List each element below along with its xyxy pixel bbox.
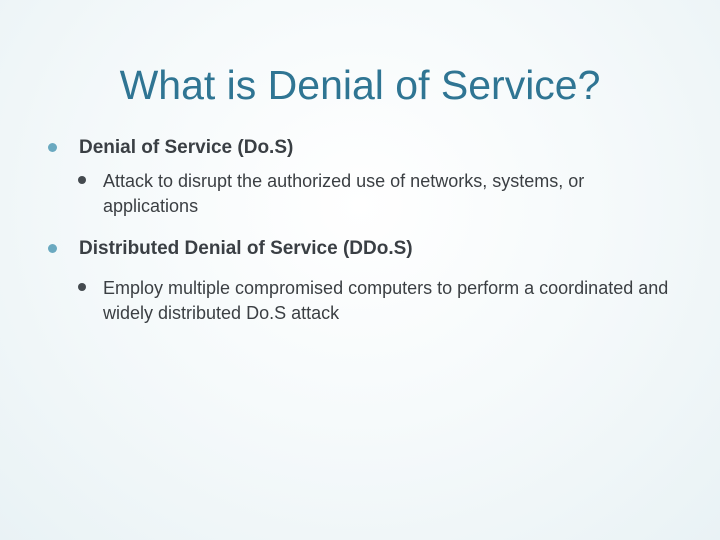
- sub-bullet-text: Attack to disrupt the authorized use of …: [103, 171, 585, 216]
- bullet-icon: [48, 244, 57, 253]
- bullet-text: Denial of Service (Do.S): [79, 137, 294, 158]
- sub-bullet-icon: [78, 176, 86, 184]
- sub-bullet-item: Employ multiple compromised computers to…: [78, 276, 678, 326]
- bullet-item: Denial of Service (Do.S): [48, 136, 688, 160]
- slide-title: What is Denial of Service?: [119, 62, 601, 108]
- bullet-item: Distributed Denial of Service (DDo.S): [48, 237, 688, 261]
- bullet-icon: [48, 143, 57, 152]
- sub-bullet-item: Attack to disrupt the authorized use of …: [78, 169, 678, 219]
- sub-bullet-text: Employ multiple compromised computers to…: [103, 278, 669, 323]
- bullet-text: Distributed Denial of Service (DDo.S): [79, 238, 413, 259]
- sub-bullet-icon: [78, 283, 86, 291]
